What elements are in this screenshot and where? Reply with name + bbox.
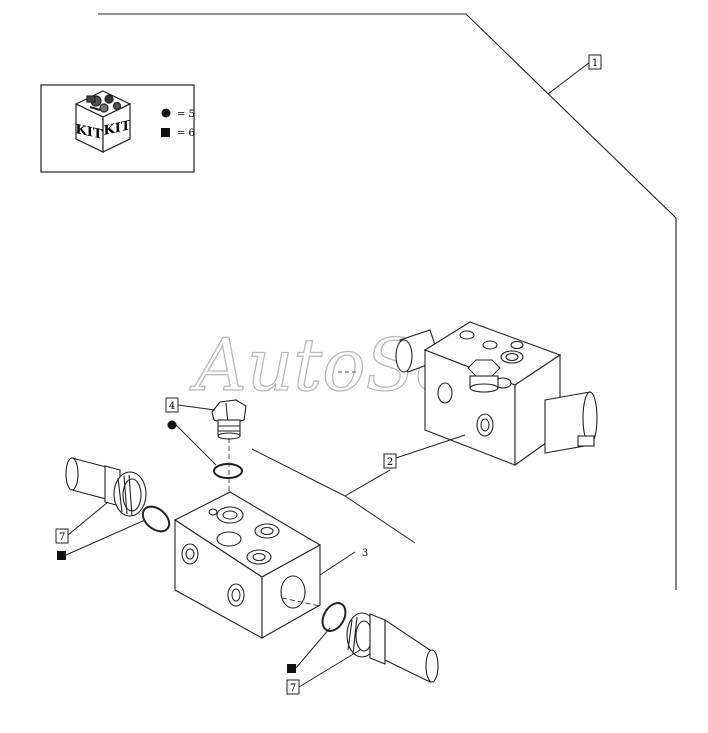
circle-entry: = 5 bbox=[177, 109, 195, 120]
o-ring bbox=[213, 463, 243, 479]
svg-text:7: 7 bbox=[290, 683, 296, 694]
svg-text:1: 1 bbox=[592, 58, 598, 69]
cartridge-upper bbox=[65, 457, 147, 517]
callout-7-upper: 7 bbox=[55, 501, 109, 544]
square-marker-icon bbox=[57, 551, 66, 560]
svg-text:4: 4 bbox=[169, 401, 175, 412]
kit-label-left: KIT bbox=[75, 122, 102, 143]
leader-line bbox=[65, 519, 146, 556]
square-marker-icon bbox=[287, 664, 296, 673]
valve-body bbox=[173, 491, 322, 639]
kit-box-icon bbox=[74, 90, 132, 153]
callout-4: 4 bbox=[165, 397, 216, 413]
svg-text:2: 2 bbox=[387, 457, 393, 468]
circle-marker-icon bbox=[167, 420, 177, 430]
callout-3: 3 bbox=[319, 548, 368, 576]
square-entry: = 6 bbox=[177, 128, 195, 139]
cartridge-lower bbox=[346, 612, 439, 683]
callout-1: 1 bbox=[588, 54, 602, 70]
assembled-valve-block bbox=[395, 321, 598, 467]
square-marker-icon bbox=[161, 128, 170, 137]
svg-text:7: 7 bbox=[59, 532, 65, 543]
svg-text:3: 3 bbox=[362, 548, 368, 559]
kit-legend: KIT KIT = 5 = 6 bbox=[40, 84, 195, 173]
assembly-bracket bbox=[98, 13, 677, 590]
leader-line bbox=[295, 627, 331, 669]
callout-2: 2 bbox=[383, 453, 397, 469]
leader-line bbox=[175, 424, 217, 466]
axis-line bbox=[281, 597, 321, 607]
o-ring bbox=[141, 505, 171, 533]
circle-marker-icon bbox=[161, 108, 171, 118]
plug-bolt bbox=[211, 399, 247, 440]
callout-7-lower: 7 bbox=[286, 649, 361, 695]
callout-2-leaders bbox=[251, 434, 466, 544]
kit-label-right: KIT bbox=[103, 118, 130, 139]
o-ring bbox=[321, 602, 347, 632]
